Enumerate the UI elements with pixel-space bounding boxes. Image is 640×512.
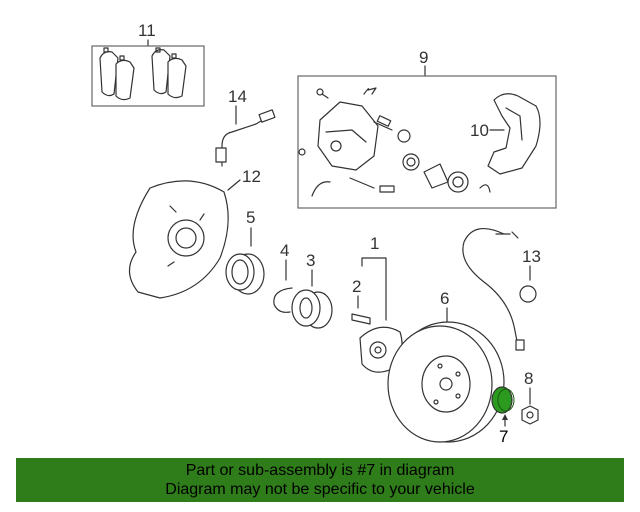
- shield-hole: [167, 219, 205, 257]
- snap-ring: [273, 287, 293, 313]
- callout-6: 6: [440, 289, 449, 308]
- callout-13: 13: [522, 247, 541, 266]
- pads-box: [91, 45, 205, 107]
- brake-hose-group[interactable]: 14: [215, 87, 276, 167]
- callout-2: 2: [352, 277, 361, 296]
- speed-sensor-group[interactable]: 13: [462, 227, 541, 351]
- hub-cap-highlight-group[interactable]: 7: [491, 386, 515, 446]
- hose-line: [221, 117, 267, 167]
- callout-4: 4: [280, 241, 289, 260]
- callout-11: 11: [138, 21, 156, 40]
- callout-7: 7: [499, 427, 508, 446]
- callout-8: 8: [524, 369, 533, 388]
- leader-line: [361, 257, 387, 321]
- arrow-head: [502, 414, 508, 420]
- bearing-group[interactable]: 5: [225, 208, 265, 295]
- callout-10: 10: [470, 121, 489, 140]
- callout-14: 14: [228, 87, 247, 106]
- banner-line-2: Diagram may not be specific to your vehi…: [165, 481, 475, 498]
- brake-pads-group[interactable]: 11: [91, 21, 205, 107]
- callout-5: 5: [246, 208, 255, 227]
- callout-3: 3: [306, 251, 315, 270]
- hub-nut: [521, 405, 539, 425]
- dust-shield-group[interactable]: 12: [128, 167, 261, 299]
- parts-diagram: 11 9: [91, 21, 557, 446]
- sensor-wire: [462, 227, 519, 347]
- snap-ring-group[interactable]: 4: [273, 241, 293, 313]
- leader-line: [227, 179, 241, 191]
- caliper-box: [297, 75, 557, 209]
- wheel-stud: [351, 313, 371, 325]
- caliper-body: [298, 87, 491, 197]
- shield-plate: [128, 180, 229, 299]
- banner-line-1: Part or sub-assembly is #7 in diagram: [185, 462, 455, 479]
- rotor-group[interactable]: 6: [387, 289, 505, 443]
- hose-end: [215, 147, 227, 163]
- pad-shapes: [99, 47, 187, 101]
- hub-bearing-group[interactable]: 3: [291, 251, 333, 329]
- caliper-assembly-group[interactable]: 9 10: [297, 48, 557, 209]
- callout-12: 12: [242, 167, 261, 186]
- info-banner: Part or sub-assembly is #7 in diagram Di…: [16, 458, 624, 502]
- caliper-bracket: 10: [470, 93, 541, 175]
- hose-fitting: [258, 109, 276, 123]
- highlighted-part-7[interactable]: [491, 386, 513, 414]
- callout-1: 1: [370, 234, 379, 253]
- callout-9: 9: [419, 48, 428, 67]
- nut-group[interactable]: 8: [521, 369, 539, 425]
- hub-group[interactable]: 1 2: [351, 234, 403, 373]
